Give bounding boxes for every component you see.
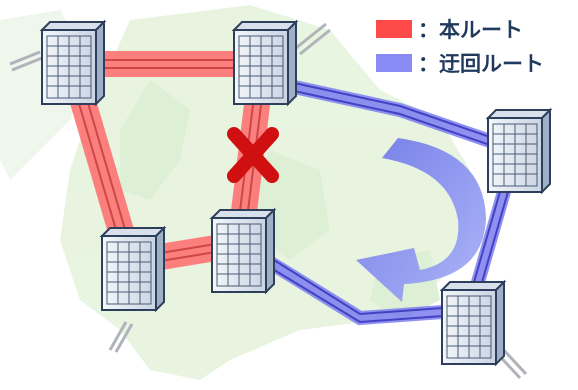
legend-item-detour-route: ：迂回ルート: [376, 46, 576, 80]
x-mark-icon: [227, 127, 279, 183]
legend-label-detour-route: ：迂回ルート: [418, 52, 544, 76]
building-3: [99, 225, 167, 313]
building-4: [209, 207, 277, 295]
building-1: [39, 19, 107, 107]
main-route-swatch: [376, 20, 412, 38]
legend-label-main-route: ：本ルート: [418, 18, 523, 42]
building-6: [439, 279, 507, 367]
legend-item-main-route: ：本ルート: [376, 12, 576, 46]
legend: ：本ルート ：迂回ルート: [376, 12, 576, 80]
reroute-arrow-icon: [356, 138, 486, 302]
wan-stub-lines: [9, 22, 528, 380]
detour-route-swatch: [376, 54, 412, 72]
building-5: [485, 107, 553, 195]
building-2: [231, 19, 299, 107]
